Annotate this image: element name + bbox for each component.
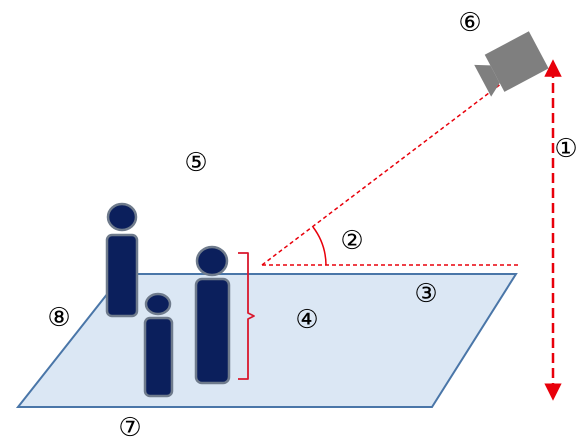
label-3: ③	[414, 279, 437, 309]
ground-plane	[15, 273, 518, 408]
label-6: ⑥	[458, 8, 481, 38]
label-7: ⑦	[118, 413, 141, 443]
label-2: ②	[340, 226, 363, 256]
person-icon	[194, 245, 231, 385]
label-4: ④	[295, 305, 318, 335]
label-5: ⑤	[184, 148, 207, 178]
person-icon	[143, 292, 174, 398]
tilt-angle-arc	[312, 226, 327, 266]
camera-sightline	[261, 76, 511, 266]
person-icon	[105, 202, 139, 318]
label-8: ⑧	[47, 303, 70, 333]
person-height-bracket	[238, 252, 255, 380]
video-camera-icon	[474, 31, 549, 97]
label-1: ①	[554, 134, 577, 164]
